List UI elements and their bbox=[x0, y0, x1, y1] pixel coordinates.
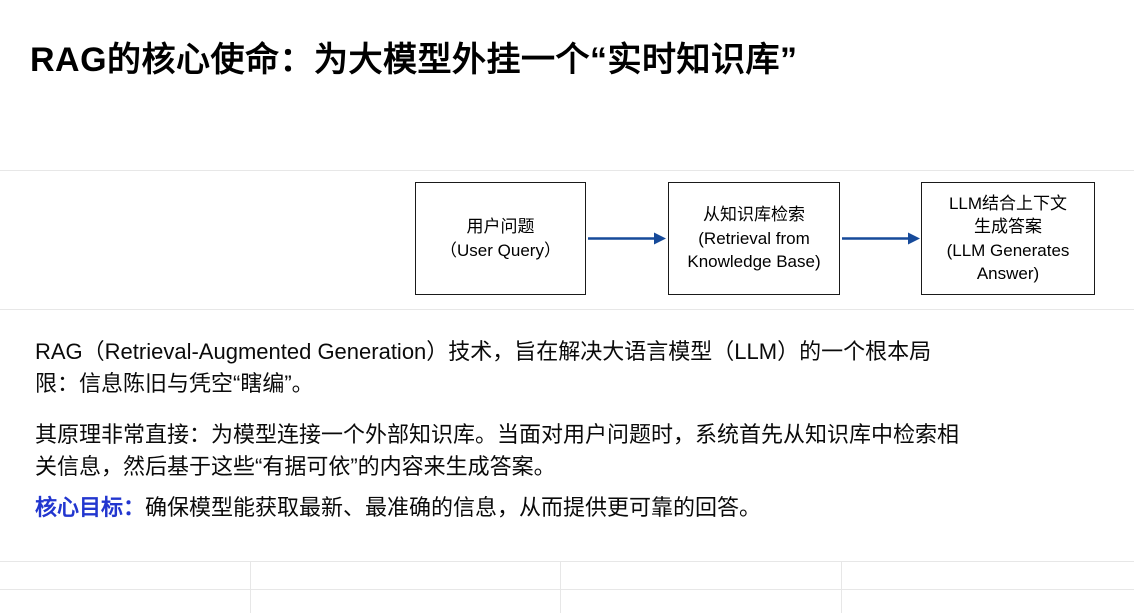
paragraph-rag-limitation: RAG（Retrieval-Augmented Generation）技术，旨在… bbox=[35, 339, 932, 396]
grid-line-horizontal bbox=[0, 561, 1134, 562]
slide-title: RAG的核心使命：为大模型外挂一个“实时知识库” bbox=[30, 41, 798, 79]
grid-line-vertical bbox=[841, 561, 842, 613]
flow-node-text-line: (LLM Generates bbox=[946, 240, 1070, 260]
grid-line-vertical bbox=[250, 561, 251, 613]
grid-line-horizontal bbox=[0, 170, 1134, 171]
flow-node-text-line: （User Query） bbox=[440, 240, 561, 260]
flow-node-text-line: 生成答案 bbox=[974, 217, 1042, 237]
flow-node-text-line: 用户问题 bbox=[466, 217, 535, 237]
flow-arrow-icon bbox=[588, 232, 666, 245]
flow-node-text-line: Knowledge Base) bbox=[687, 252, 821, 272]
flow-node-user-query: 用户问题 （User Query） bbox=[415, 182, 586, 295]
flow-node-retrieval: 从知识库检索 (Retrieval from Knowledge Base) bbox=[668, 182, 840, 295]
grid-line-horizontal bbox=[0, 309, 1134, 310]
core-goal-label: 核心目标： bbox=[35, 495, 146, 520]
paragraph-rag-principle: 其原理非常直接：为模型连接一个外部知识库。当面对用户问题时，系统首先从知识库中检… bbox=[35, 422, 960, 479]
flow-arrow-icon bbox=[842, 232, 920, 245]
flow-node-text-line: LLM结合上下文 bbox=[948, 193, 1068, 213]
flow-node-text-line: 从知识库检索 bbox=[703, 205, 805, 225]
core-goal-text: 确保模型能获取最新、最准确的信息，从而提供更可靠的回答。 bbox=[145, 495, 762, 520]
flow-node-text-line: (Retrieval from bbox=[698, 228, 810, 248]
flow-node-llm-answer: LLM结合上下文 生成答案 (LLM Generates Answer) bbox=[921, 182, 1095, 295]
grid-line-vertical bbox=[560, 561, 561, 613]
paragraph-core-goal: 核心目标：确保模型能获取最新、最准确的信息，从而提供更可靠的回答。 bbox=[35, 492, 1035, 524]
flow-node-text-line: Answer) bbox=[976, 263, 1040, 283]
grid-line-horizontal bbox=[0, 589, 1134, 590]
